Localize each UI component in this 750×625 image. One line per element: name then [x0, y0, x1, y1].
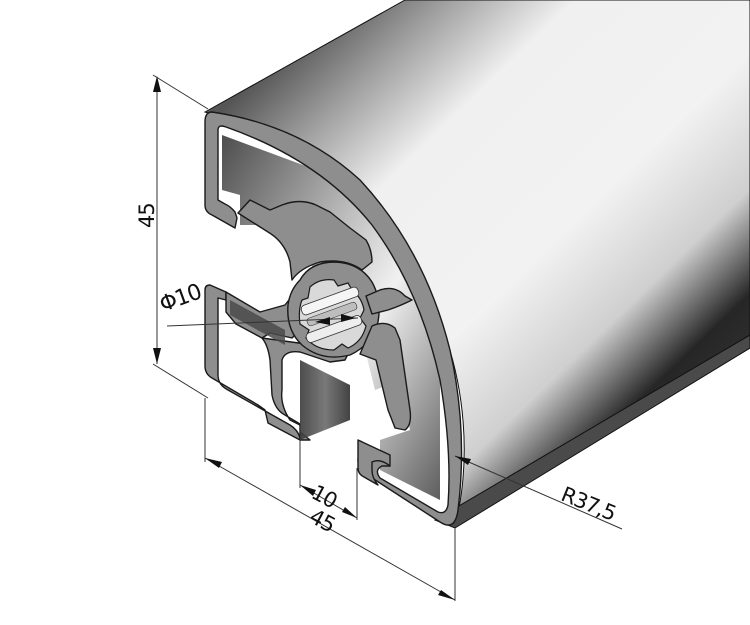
dimension-lines	[152, 74, 623, 601]
height-dimension-label: 45	[135, 203, 159, 228]
extrusion-body	[203, 0, 750, 527]
dimension-arrows	[153, 76, 471, 600]
center-bore	[298, 279, 367, 351]
radius-leader-line	[454, 455, 623, 530]
width-dimension-line	[204, 457, 456, 601]
